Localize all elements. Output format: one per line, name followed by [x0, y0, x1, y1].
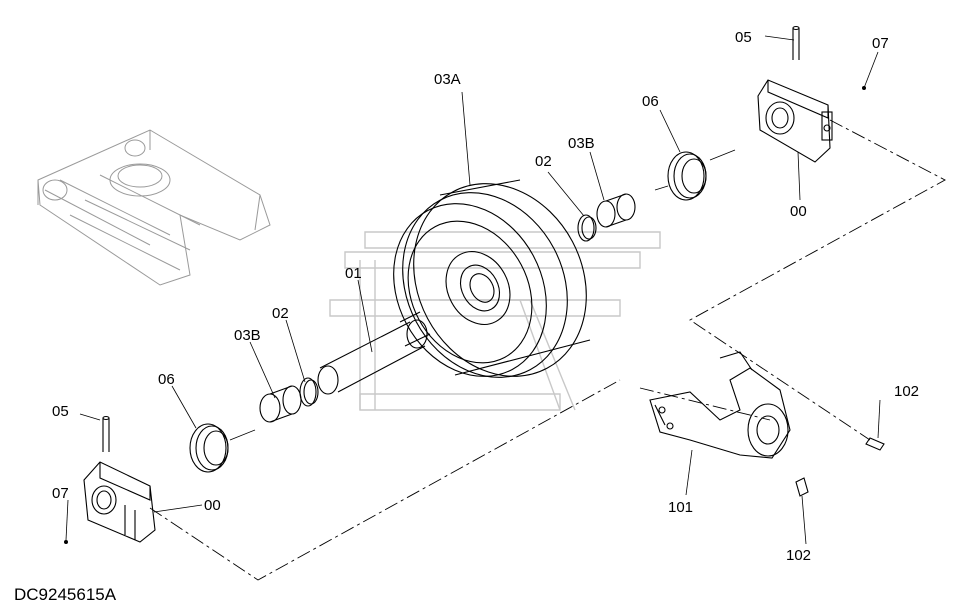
bolt-102-bottom	[795, 477, 809, 497]
label-06-right: 06	[642, 93, 659, 110]
label-03b-left: 03B	[234, 327, 261, 344]
label-03b-right: 03B	[568, 135, 595, 152]
bushing-03b-left	[259, 385, 302, 423]
seal-ring-02-left	[299, 377, 319, 407]
label-07-right: 07	[872, 35, 889, 52]
shaft-01	[317, 311, 431, 395]
label-06-left: 06	[158, 371, 175, 388]
seal-ring-02-right	[577, 214, 597, 242]
label-102-top: 102	[894, 383, 919, 400]
leader-lines	[65, 35, 881, 545]
label-05-right: 05	[735, 29, 752, 46]
label-02-right: 02	[535, 153, 552, 170]
pin-05-left	[102, 415, 110, 452]
label-00-right: 00	[790, 203, 807, 220]
grease-fitting-07-left	[64, 540, 68, 544]
pin-05-right	[792, 25, 800, 60]
label-07-left: 07	[52, 485, 69, 502]
label-02-left: 02	[272, 305, 289, 322]
label-01: 01	[345, 265, 362, 282]
label-101: 101	[668, 499, 693, 516]
drawing-code: DC9245615A	[14, 585, 117, 604]
watermark-logo	[329, 231, 661, 411]
floating-seal-06-right	[654, 149, 736, 201]
floating-seal-06-left	[189, 423, 256, 473]
label-102-bottom: 102	[786, 547, 811, 564]
label-00-left: 00	[204, 497, 221, 514]
bolt-102-top	[865, 437, 885, 451]
label-05-left: 05	[52, 403, 69, 420]
label-03a: 03A	[434, 71, 461, 88]
bearing-block-00-left	[83, 461, 156, 543]
bearing-block-00-right	[757, 79, 833, 163]
bracket-101	[649, 351, 791, 459]
track-frame-inset	[37, 129, 271, 286]
assembly-centerlines	[149, 119, 946, 581]
bushing-03b-right	[596, 193, 636, 228]
idler-wheel-03a	[393, 179, 591, 378]
